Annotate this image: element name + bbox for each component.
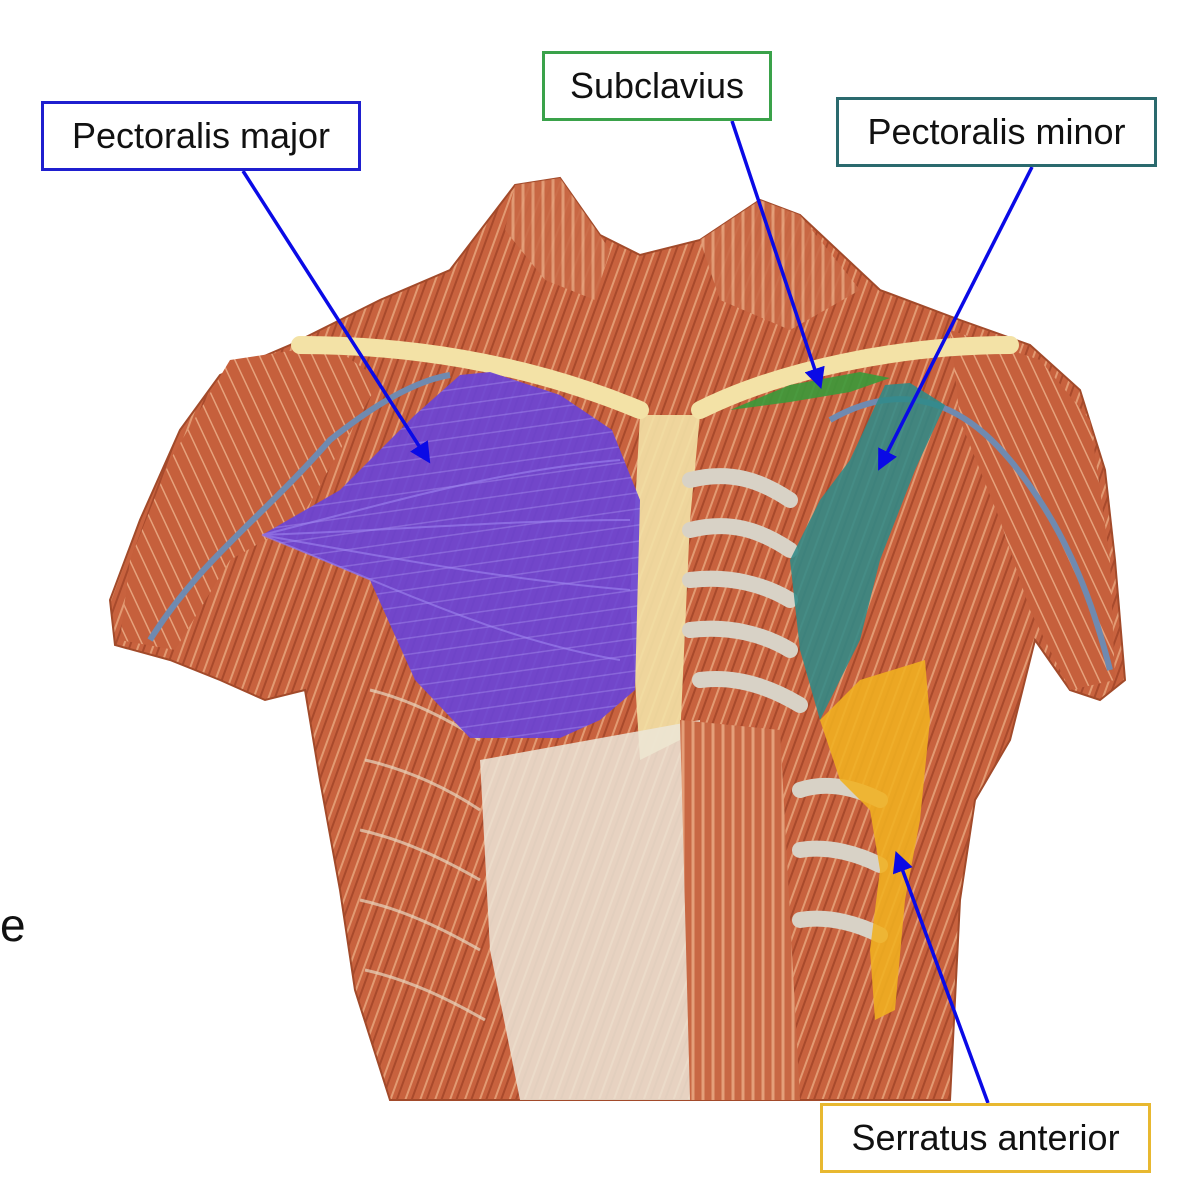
deltoid-right xyxy=(950,330,1115,690)
label-subclavius: Subclavius xyxy=(542,51,772,121)
rectus-abdominis xyxy=(680,720,800,1100)
cropped-text-fragment: e xyxy=(0,899,26,951)
deltoid-left xyxy=(120,345,380,650)
label-serratus-anterior: Serratus anterior xyxy=(820,1103,1151,1173)
serratus-anterior-region xyxy=(820,660,930,1020)
sternum xyxy=(630,415,700,760)
pointer-arrows xyxy=(241,120,1034,1104)
pectoralis-major-fibers xyxy=(261,459,631,661)
arrow-pectoralis-minor xyxy=(878,166,1034,471)
arrow-serratus-anterior xyxy=(892,851,990,1104)
pectoralis-minor-region xyxy=(790,383,945,720)
clavicle-right xyxy=(691,336,1019,419)
label-pectoralis-major: Pectoralis major xyxy=(41,101,361,171)
arrow-pectoralis-major xyxy=(241,170,431,464)
vessel-left xyxy=(147,372,451,642)
label-pectoralis-minor: Pectoralis minor xyxy=(836,97,1157,167)
pectoralis-major-region xyxy=(262,372,640,738)
linea-alba xyxy=(480,720,700,1100)
clavicle-left xyxy=(291,336,649,419)
intercostal-left xyxy=(359,688,486,1022)
arrow-subclavius xyxy=(730,120,825,389)
neck-left xyxy=(505,178,610,300)
subclavius-region xyxy=(730,372,890,410)
